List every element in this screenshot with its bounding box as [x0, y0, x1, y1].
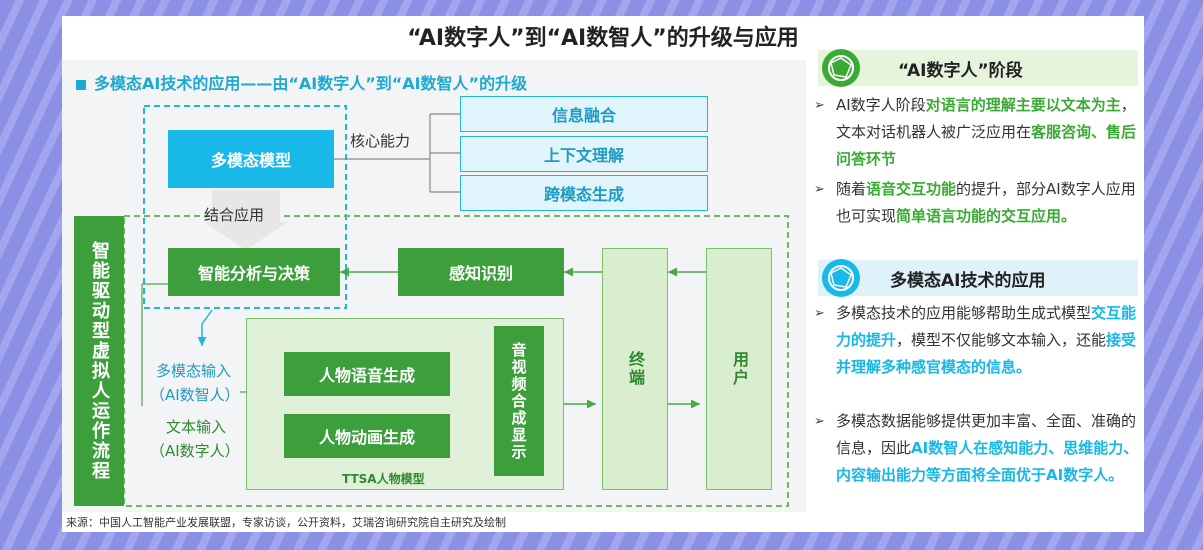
bullet-item: ➢ 多模态数据能够提供更加丰富、全面、准确的信息，因此AI数智人在感知能力、思维能…	[814, 408, 1142, 489]
arrow-bullet-icon: ➢	[814, 182, 825, 197]
analysis-decision-box: 智能分析与决策	[168, 248, 340, 296]
bullet-text: 多模态技术的应用能够帮助生成式模型交互能力的提升，模型不仅能够文本输入，还能接受…	[836, 300, 1142, 381]
voice-gen-box: 人物语音生成	[284, 352, 450, 396]
core-ability-label: 核心能力	[350, 132, 411, 150]
bullet-text: 多模态数据能够提供更加丰富、全面、准确的信息，因此AI数智人在感知能力、思维能力…	[836, 408, 1142, 489]
stage-title: “AI数字人”阶段	[898, 60, 1023, 81]
app-title: 多模态AI技术的应用	[890, 270, 1046, 291]
ttsa-label: TTSA人物模型	[342, 472, 425, 486]
bullet-text-segment: AI数字人阶段	[836, 96, 926, 114]
arrow-bullet-icon: ➢	[814, 98, 825, 113]
app-header: 多模态AI技术的应用	[818, 259, 1138, 297]
info-fusion-box: 信息融合	[460, 96, 708, 132]
perception-box: 感知识别	[398, 248, 564, 296]
section-title-text: 多模态AI技术的应用——由“AI数字人”到“AI数智人”的升级	[94, 74, 528, 93]
combined-application-label: 结合应用	[204, 206, 265, 224]
bullet-text-segment: 交互能力的提升	[836, 304, 1137, 349]
bullet-text-segment: 接受并理解多种感官模态的信息。	[836, 331, 1137, 376]
bullet-text-segment: 随着	[836, 180, 867, 198]
bullet-item: ➢ 多模态技术的应用能够帮助生成式模型交互能力的提升，模型不仅能够文本输入，还能接…	[814, 300, 1142, 381]
globe-icon	[822, 49, 860, 87]
source-note: 来源：中国人工智能产业发展联盟，专家访谈，公开资料，艾瑞咨询研究院自主研究及绘制	[66, 516, 506, 529]
animation-gen-box: 人物动画生成	[284, 414, 450, 458]
bullet-text-segment: 语音交互功能	[866, 180, 957, 198]
bullet-text-segment: 客服咨询、售后问答环节	[836, 123, 1137, 168]
cross-modal-generation-box: 跨模态生成	[460, 175, 708, 211]
arrow-bullet-icon: ➢	[814, 414, 825, 429]
bullet-text-segment: 多模态数据能够提供更加丰富、全面、准确的信息，因此	[836, 412, 1137, 457]
bullet-text: AI数字人阶段对语言的理解主要以文本为主，文本对话机器人被广泛应用在客服咨询、售…	[836, 92, 1142, 173]
bullet-item: ➢ AI数字人阶段对语言的理解主要以文本为主，文本对话机器人被广泛应用在客服咨询、…	[814, 92, 1142, 173]
bullet-text-segment: ，文本对话机器人被广泛应用在	[836, 96, 1136, 141]
square-bullet-icon	[76, 79, 86, 90]
bullet-text-segment: ，模型不仅能够文本输入，还能	[896, 331, 1107, 349]
page-title: “AI数字人”到“AI数智人”的升级与应用	[407, 26, 799, 51]
multimodal-input-label: 多模态输入	[156, 362, 232, 380]
av-display-box: 音视频合成显示	[494, 326, 544, 476]
context-understanding-box: 上下文理解	[460, 136, 708, 172]
bullet-text-segment: AI数智人在感知能力、思维能力、内容输出能力等方面将全面优于AI数字人。	[836, 439, 1139, 484]
text-input-label: 文本输入	[166, 418, 227, 436]
arrow-bullet-icon: ➢	[814, 306, 825, 321]
bullet-text-segment: 的提升，部分AI数字人应用也可实现	[836, 180, 1136, 225]
multimodal-input-sub: （AI数智人）	[150, 386, 240, 404]
user-box: 用户	[706, 248, 772, 490]
bullet-text-segment: 对语言的理解主要以文本为主	[925, 96, 1121, 114]
bullet-text: 随着语音交互功能的提升，部分AI数字人应用也可实现简单语言功能的交互应用。	[836, 176, 1142, 230]
multimodal-model-box: 多模态模型	[168, 130, 334, 188]
network-globe-icon	[822, 259, 860, 297]
bullet-text-segment: 多模态技术的应用能够帮助生成式模型	[836, 304, 1092, 322]
bullet-text-segment: 简单语言功能的交互应用。	[896, 207, 1077, 225]
stage-header: “AI数字人”阶段	[818, 49, 1138, 87]
process-label-box: 智能驱动型虚拟人运作流程	[74, 216, 124, 506]
infographic-card: “AI数字人”到“AI数智人”的升级与应用 多模态AI技术的应用——由“AI数字…	[62, 16, 1144, 532]
bullet-item: ➢ 随着语音交互功能的提升，部分AI数字人应用也可实现简单语言功能的交互应用。	[814, 176, 1142, 230]
terminal-box: 终端	[602, 248, 668, 490]
text-input-sub: （AI数字人）	[150, 442, 240, 460]
section-title: 多模态AI技术的应用——由“AI数字人”到“AI数智人”的升级	[76, 70, 527, 94]
